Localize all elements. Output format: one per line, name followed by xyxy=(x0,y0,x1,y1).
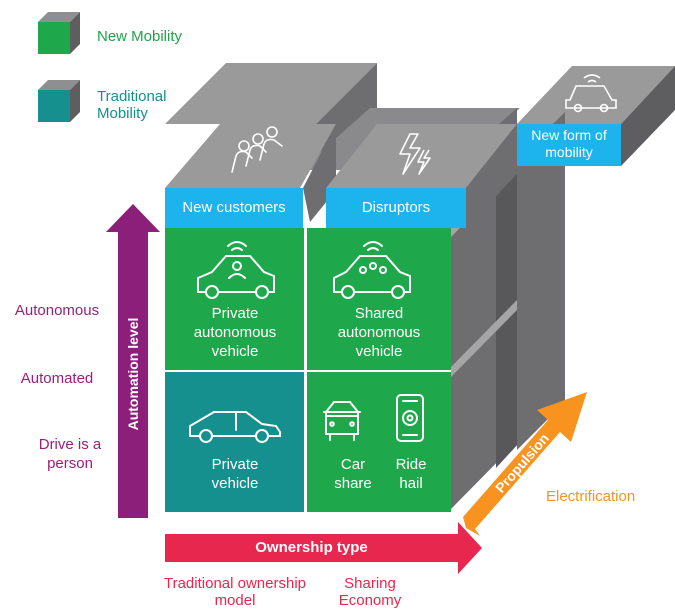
label-new-form-of-mobility: New form of mobility xyxy=(531,127,607,160)
level-electrification: Electrification xyxy=(546,488,636,505)
connected-car-icon-top xyxy=(565,74,617,113)
people-group-icon xyxy=(231,126,283,173)
label-disruptors: Disruptors xyxy=(361,199,431,216)
label-private-autonomous-vehicle: Private autonomous vehicle xyxy=(193,305,277,360)
cell-car-share-ride-hail xyxy=(307,372,451,512)
legend-teal-cube xyxy=(38,80,80,122)
level-automated: Automated xyxy=(20,370,94,387)
new-form-label-bg xyxy=(517,124,621,166)
legend-traditional-mobility: Traditional Mobility xyxy=(97,88,167,122)
ownership-axis-arrow xyxy=(165,522,482,574)
connected-car-icon-private xyxy=(197,241,275,299)
label-new-customers: New customers xyxy=(182,199,286,216)
level-traditional-ownership: Traditional ownership model xyxy=(163,575,307,609)
cell-shared-autonomous xyxy=(307,228,451,370)
level-drive-is-a-person: Drive is a person xyxy=(38,436,102,472)
cell-private-autonomous xyxy=(165,228,305,370)
car-icon-private-vehicle xyxy=(189,411,281,443)
label-ride-hail: Ride hail xyxy=(395,456,427,492)
cell-private-vehicle xyxy=(165,372,305,512)
automation-axis-title: Automation level xyxy=(125,317,141,431)
legend-green-cube xyxy=(38,12,80,54)
connected-car-icon-shared xyxy=(333,241,411,299)
car-icon-car-share xyxy=(323,401,361,441)
label-shared-autonomous-vehicle: Shared autonomous vehicle xyxy=(337,305,421,360)
label-private-vehicle: Private vehicle xyxy=(211,456,259,492)
lightning-icon xyxy=(399,133,431,175)
level-sharing-economy: Sharing Economy xyxy=(338,575,402,609)
propulsion-axis-arrow xyxy=(463,392,587,536)
smartphone-ride-icon xyxy=(396,394,424,442)
automation-axis-arrow xyxy=(106,204,160,518)
label-car-share: Car share xyxy=(334,456,372,492)
ownership-axis-title: Ownership type xyxy=(255,539,368,556)
level-autonomous: Autonomous xyxy=(14,302,100,319)
legend-new-mobility: New Mobility xyxy=(97,28,183,45)
back-right-block xyxy=(517,66,675,166)
